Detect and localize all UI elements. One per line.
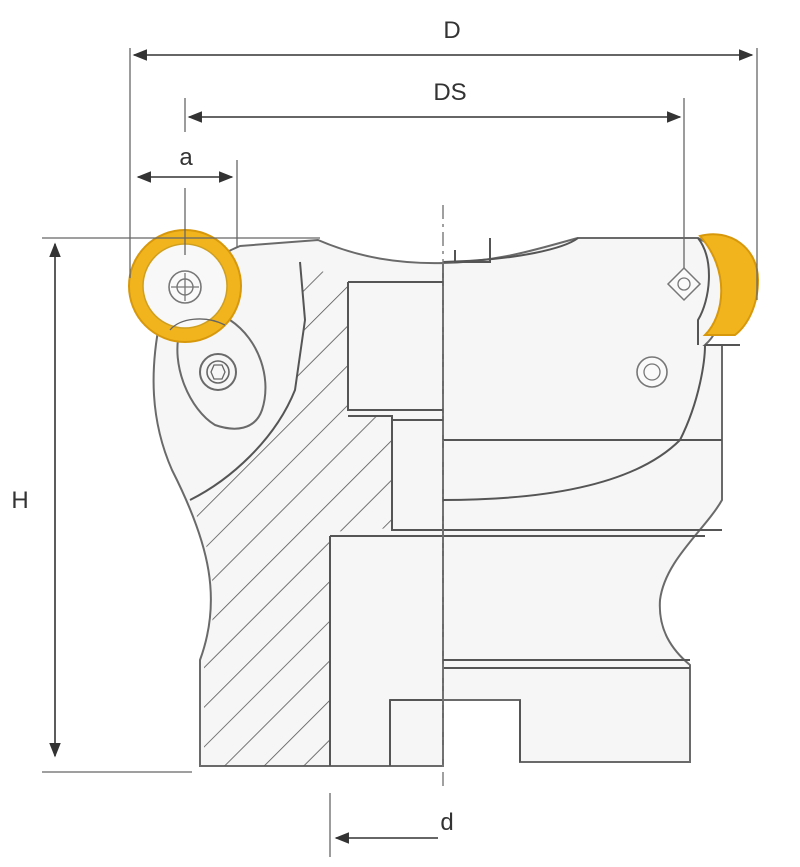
label-d: d [440,809,453,836]
left-insert [128,229,242,343]
dimension-a: a [136,144,238,255]
label-a: a [179,144,193,171]
bore-steps-left [329,281,443,766]
label-D: D [443,17,460,44]
right-details [442,237,740,762]
label-DS: DS [433,79,466,106]
dimension-d: d [329,793,454,857]
pin-icon [666,266,702,302]
screw-icon [199,353,237,391]
screw-icon [636,356,668,388]
dimension-H: H [11,237,320,773]
right-insert [636,233,760,388]
label-H: H [11,487,28,514]
hatch-boundary [189,261,307,501]
pin-icon [168,270,202,304]
dimension-DS: DS [184,79,685,268]
left-pocket [176,314,267,430]
dimension-D: D [129,17,758,300]
